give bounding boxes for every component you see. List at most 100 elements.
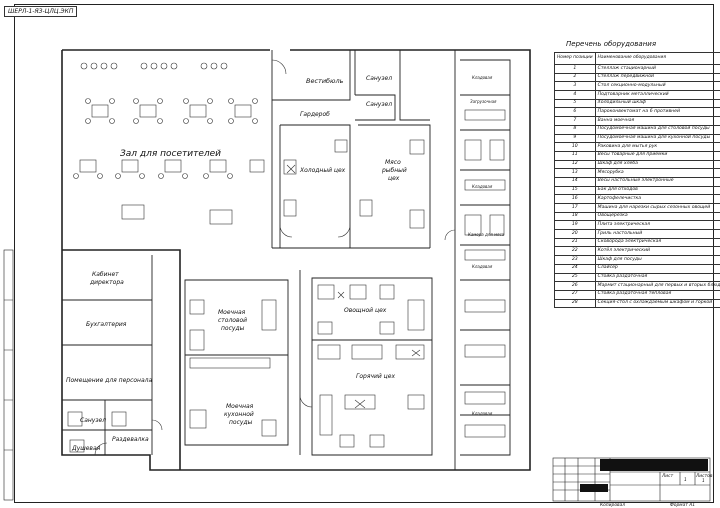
- legend-item-name: Посудомоечная машина для кухонной посуды: [594, 133, 720, 144]
- legend-item-number: 27: [554, 289, 596, 300]
- exterior-walls: [61, 49, 531, 471]
- title-block-sheets-number: 1: [702, 479, 705, 484]
- room-label-wardrobe: Гардероб: [300, 111, 330, 118]
- legend-item-number: 8: [554, 124, 596, 135]
- equipment-crosses: [286, 164, 421, 409]
- legend-item-name: Пароконвектомат на 6 противней: [594, 107, 720, 118]
- room-label-wash-kitchen-1: Моечная: [226, 403, 254, 410]
- drawing-code-stamp: ШЕРЛ-1-ЯЗ-ЦЛЦ.ЭКП: [4, 6, 78, 17]
- legend-item-number: 16: [554, 194, 596, 204]
- legend-item-name: Мармит стационарный для первых и вторых …: [594, 281, 720, 291]
- legend-item-number: 24: [554, 263, 596, 274]
- legend-item-number: 21: [554, 237, 596, 248]
- legend-item-name: Стол секционно-модульный: [594, 81, 720, 92]
- room-label-director-1: Кабинет: [92, 271, 119, 278]
- hall-furniture: [73, 62, 265, 225]
- equipment-legend-table: Номер позиции Наименование оборудования …: [554, 52, 720, 309]
- legend-item-number: 11: [554, 150, 596, 161]
- legend-title: Перечень оборудования: [566, 40, 657, 48]
- room-label-dressing: Раздевалка: [112, 436, 149, 443]
- legend-item-number: 5: [554, 98, 596, 109]
- room-label-director-2: директора: [90, 279, 124, 286]
- room-label-veg-shop: Овощной цех: [344, 307, 387, 314]
- room-label-hall: Зал для посетителей: [120, 149, 222, 159]
- room-label-staff-room: Помещение для персонала: [66, 377, 153, 384]
- room-label-shower: Душевая: [72, 445, 101, 452]
- room-label-vestibule: Вестибюль: [306, 77, 344, 85]
- legend-item-name: Слайсер: [594, 263, 720, 274]
- room-label-wc-1: Санузел: [366, 75, 393, 82]
- legend-item-name: Секция-стол с охлаждаемым шкафом и горко…: [594, 298, 720, 309]
- title-block-sheet-number: 1: [684, 478, 687, 483]
- room-label-wash-table-1: Моечная: [218, 309, 246, 316]
- legend-item-number: 19: [554, 220, 596, 231]
- legend-item-name: Холодильный шкаф: [594, 98, 720, 109]
- legend-item-name: Бак для отходов: [594, 185, 720, 196]
- legend-item-number: 14: [554, 176, 596, 187]
- legend-item-name: Стойка раздаточная тепловая: [594, 289, 720, 300]
- legend-item-name: Посудомоечная машина для столовой посуды: [594, 124, 720, 135]
- legend-item-number: 22: [554, 246, 596, 257]
- legend-item-number: 26: [554, 281, 596, 291]
- legend-item-name: Шкаф для хлеба: [594, 159, 720, 170]
- legend-item-name: Стеллаж стационарный: [594, 64, 720, 74]
- door-swings: [94, 59, 456, 456]
- room-label-meat-store: Камера для мяса: [468, 232, 505, 237]
- room-label-wash-kitchen-3: посуды: [229, 419, 253, 426]
- legend-item-number: 17: [554, 203, 596, 213]
- legend-item-name: Картофелечистка: [594, 194, 720, 204]
- interior-walls: [62, 50, 511, 470]
- room-label-wash-kitchen-2: кухонной: [224, 411, 254, 418]
- legend-item-name: Котёл электрический: [594, 246, 720, 257]
- legend-item-name: Раковина для мытья рук: [594, 142, 720, 152]
- legend-item-number: 9: [554, 133, 596, 144]
- title-block-copied: Копировал: [600, 503, 626, 508]
- legend-item-name: Плита электрическая: [594, 220, 720, 231]
- legend-item-number: 20: [554, 229, 596, 239]
- room-label-loading: Загрузочная: [470, 99, 497, 104]
- legend-item-number: 10: [554, 142, 596, 152]
- legend-item-number: 6: [554, 107, 596, 118]
- legend-item-number: 25: [554, 272, 596, 283]
- room-label-wc-staff: Санузел: [80, 417, 107, 424]
- room-label-storeroom: Кладовая: [472, 411, 493, 416]
- legend-item-number: 28: [554, 298, 596, 309]
- room-label-wash-table-3: посуды: [221, 325, 245, 332]
- room-label-meat-fish-3: цех: [388, 175, 400, 182]
- legend-item-name: Подтоварник металлический: [594, 90, 720, 100]
- title-block-grid: [552, 457, 711, 502]
- room-label-cold-shop: Холодный цех: [300, 167, 346, 174]
- legend-item-number: 23: [554, 255, 596, 265]
- legend-item-name: Весы настольные электронные: [594, 176, 720, 187]
- legend-item-number: 4: [554, 90, 596, 100]
- redacted-title-area: [600, 459, 708, 471]
- legend-item-number: 12: [554, 159, 596, 170]
- room-label-hot-shop: Горячий цех: [356, 373, 396, 380]
- legend-header-row: Номер позиции Наименование оборудования: [554, 52, 720, 65]
- legend-item-number: 13: [554, 168, 596, 178]
- title-block-sheet-label: Лист: [662, 474, 674, 479]
